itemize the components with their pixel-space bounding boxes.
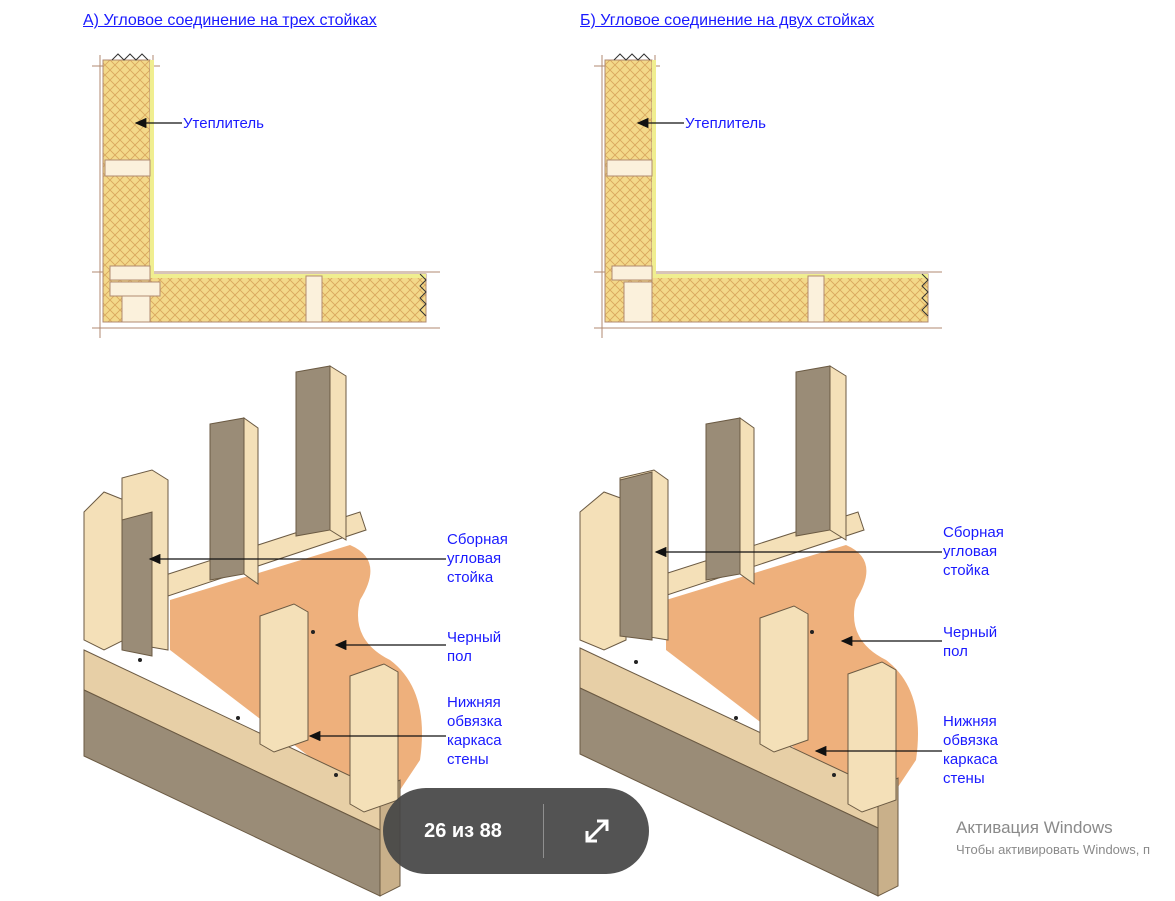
- label-subfloor-a: Черный пол: [447, 629, 502, 665]
- frame-3d-a: [83, 365, 422, 897]
- expand-button[interactable]: [544, 816, 649, 846]
- plan-a: [92, 53, 440, 338]
- page-counter: 26 из 88: [424, 819, 502, 842]
- label-subfloor-b: Черный пол: [943, 624, 998, 660]
- gallery-pager: 26 из 88: [383, 788, 649, 874]
- label-corner-post-a: Сборная угловая стойка: [447, 531, 508, 586]
- leader-lines: [134, 117, 942, 757]
- label-bottom-plate-a: Нижняя обвязка каркаса стены: [447, 694, 502, 768]
- plan-b: [594, 53, 942, 338]
- label-bottom-plate-b: Нижняя обвязка каркаса стены: [943, 713, 998, 787]
- label-insulation-b: Утеплитель: [685, 115, 766, 132]
- windows-activation-watermark: Активация Windows Чтобы активировать Win…: [956, 818, 1150, 857]
- pager-divider: [543, 804, 544, 858]
- diagram-b-title[interactable]: Б) Угловое соединение на двух стойках: [580, 12, 875, 29]
- expand-arrows-icon: [585, 819, 608, 843]
- frame-3d-b: [579, 365, 918, 897]
- activation-subtitle: Чтобы активировать Windows, п: [956, 842, 1151, 857]
- label-corner-post-b: Сборная угловая стойка: [943, 524, 1004, 579]
- activation-title: Активация Windows: [956, 818, 1113, 837]
- diagram-a-title[interactable]: А) Угловое соединение на трех стойках: [83, 12, 377, 29]
- label-insulation-a: Утеплитель: [183, 115, 264, 132]
